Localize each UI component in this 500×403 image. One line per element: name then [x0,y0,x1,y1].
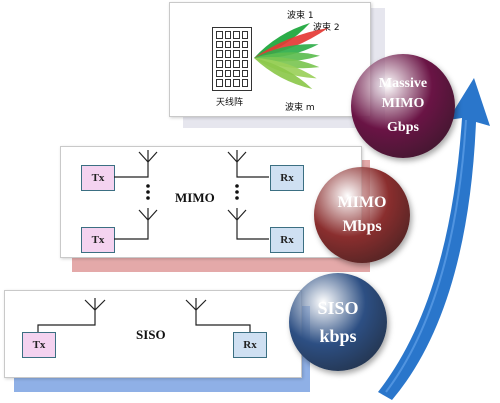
antenna-element [216,59,223,68]
mimo-panel: Tx Tx Rx Rx MIMO [60,146,362,258]
siso-tx-box: Tx [22,332,56,358]
antenna-element [224,40,231,49]
antenna-element [224,59,231,68]
antenna-element [233,69,240,78]
antenna-element [241,50,248,58]
siso-links [37,298,251,332]
siso-tx-antenna-icon [84,298,106,311]
siso-rx-antenna-icon [185,298,207,311]
antenna-element [233,59,240,68]
antenna-element [216,31,223,39]
mimo-tx-antenna-2-icon [138,208,158,221]
antenna-element [224,31,231,39]
antenna-element [224,79,231,87]
antenna-element [233,79,240,87]
beam-lobe [254,56,320,69]
antenna-element [224,50,231,58]
mimo-rx-wire-2 [236,220,269,240]
mimo-sphere: MIMO Mbps [314,167,410,263]
mimo-sphere-line-1: MIMO [337,194,387,211]
antenna-array-icon [212,27,252,91]
massive-sphere-line-1: Massive [378,76,428,91]
massive-mimo-sphere: Massive MIMO Gbps [351,54,455,158]
siso-tx-wire [37,310,96,332]
beam-1-label: 波束 1 [287,11,314,21]
antenna-element [233,40,240,49]
arrow-highlight [385,119,467,393]
antenna-element [233,31,240,39]
massive-sphere-line-3: Gbps [387,120,419,135]
siso-sphere-line-1: SISO [317,298,359,318]
beam-lobe [254,58,313,89]
mimo-tx-wire-1 [114,162,149,178]
siso-panel: Tx Rx SISO [4,290,302,378]
mimo-rx-antenna-2-icon [227,208,247,221]
mimo-tx-antenna-1-icon [138,150,158,163]
antenna-element [216,79,223,87]
siso-sphere-line-2: kbps [319,326,357,346]
antenna-element [241,69,248,78]
antenna-element [241,31,248,39]
mimo-rx-wire-1 [236,162,269,178]
siso-rx-box: Rx [233,332,267,358]
mimo-rx-antenna-1-icon [227,150,247,163]
siso-rx-wire [195,310,251,332]
beam-2-label: 波束 2 [313,23,340,33]
antenna-element [216,50,223,58]
antenna-element [241,59,248,68]
beam-m-label: 波束 m [285,103,315,113]
siso-label: SISO [136,327,166,342]
massive-sphere-line-2: MIMO [381,96,425,111]
antenna-element [216,40,223,49]
antenna-element [233,50,240,58]
mimo-tx-wire-2 [114,220,149,240]
mimo-tx-box-2: Tx [81,227,115,253]
antenna-array-label: 天线阵 [216,98,244,108]
antenna-element [241,40,248,49]
antenna-element [224,69,231,78]
mimo-ellipsis-dots [146,184,239,200]
antenna-element [216,69,223,78]
mimo-sphere-line-2: Mbps [342,218,382,235]
mimo-tx-box-1: Tx [81,165,115,191]
siso-sphere: SISO kbps [289,273,387,371]
mimo-label: MIMO [175,190,215,205]
beam-fan [254,23,329,89]
mimo-rx-box-1: Rx [270,165,304,191]
mimo-rx-box-2: Rx [270,227,304,253]
antenna-element [241,79,248,87]
mimo-links [114,150,269,240]
